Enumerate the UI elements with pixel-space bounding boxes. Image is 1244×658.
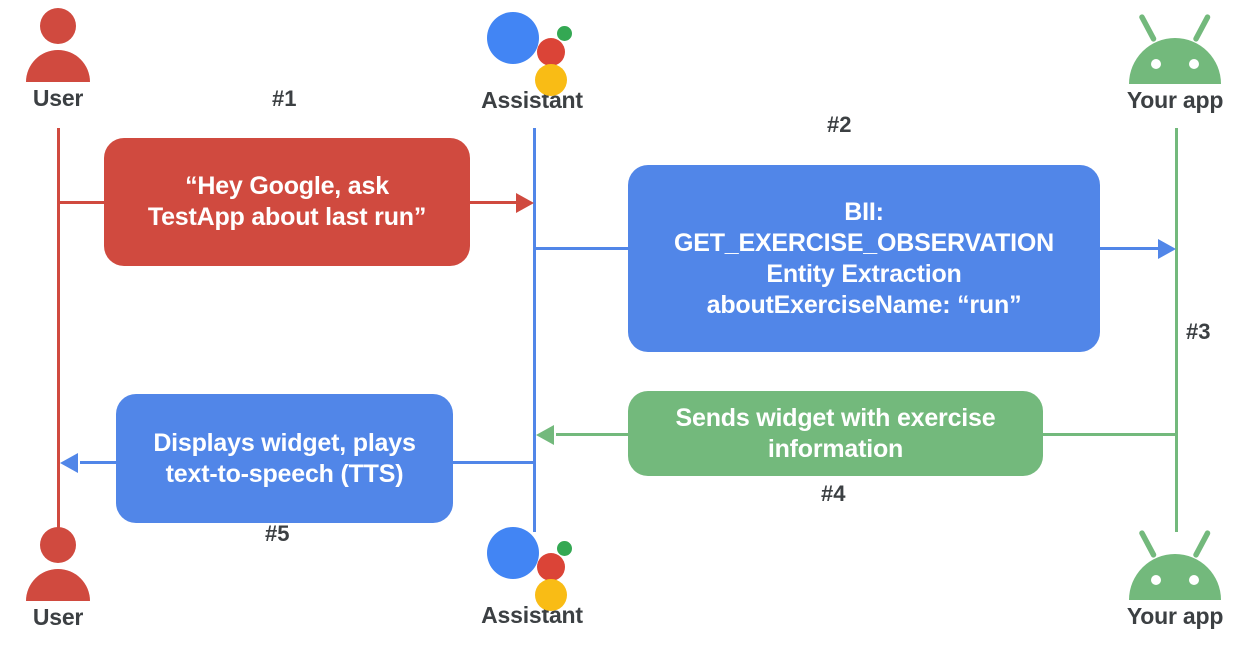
- lifeline-user: [57, 128, 60, 532]
- arrowhead-step-2: [1158, 239, 1176, 259]
- connector-step-2-left: [533, 247, 643, 250]
- step-label-1: #1: [272, 86, 297, 111]
- arrowhead-step-5: [60, 453, 78, 473]
- actor-assistant-bottom: Assistant: [467, 521, 597, 628]
- actor-assistant-bottom-label: Assistant: [481, 602, 583, 628]
- google-assistant-icon: [487, 521, 577, 611]
- user-icon: [22, 527, 94, 605]
- actor-user-top: User: [0, 8, 123, 111]
- message-text-step-4: Sends widget with exercise information: [675, 403, 996, 463]
- message-box-step-4: Sends widget with exercise information: [628, 391, 1043, 476]
- android-robot-icon: [1123, 12, 1227, 88]
- lifeline-assistant: [533, 128, 536, 532]
- message-box-step-5: Displays widget, plays text-to-speech (T…: [116, 394, 453, 523]
- arrowhead-step-1: [516, 193, 534, 213]
- actor-your-app-bottom: Your app: [1110, 528, 1240, 629]
- step-label-5: #5: [265, 521, 290, 546]
- step-label-4: #4: [821, 481, 846, 506]
- actor-your-app-bottom-label: Your app: [1126, 603, 1224, 629]
- connector-step-5-left: [80, 461, 130, 464]
- connector-step-5-right: [453, 461, 534, 464]
- actor-assistant-top-label: Assistant: [481, 87, 583, 113]
- actor-your-app-top: Your app: [1110, 12, 1240, 113]
- lifeline-your-app: [1175, 128, 1178, 532]
- google-assistant-icon: [487, 6, 577, 96]
- actor-user-bottom: User: [0, 527, 123, 630]
- actor-user-bottom-label: User: [32, 604, 84, 630]
- message-text-step-1: “Hey Google, ask TestApp about last run”: [147, 172, 427, 231]
- step-label-3: #3: [1186, 319, 1211, 344]
- message-text-step-5: Displays widget, plays text-to-speech (T…: [153, 428, 416, 488]
- connector-step-4-right: [1043, 433, 1176, 436]
- actor-your-app-top-label: Your app: [1126, 87, 1224, 113]
- step-label-2: #2: [827, 112, 852, 137]
- connector-step-2-right: [1090, 247, 1166, 250]
- actor-user-top-label: User: [32, 85, 84, 111]
- message-text-step-2: BII: GET_EXERCISE_OBSERVATION Entity Ext…: [673, 197, 1054, 319]
- android-robot-icon: [1123, 528, 1227, 604]
- message-box-step-2: BII: GET_EXERCISE_OBSERVATION Entity Ext…: [628, 165, 1100, 352]
- arrowhead-step-4: [536, 425, 554, 445]
- connector-step-4-left: [556, 433, 632, 436]
- message-box-step-1: “Hey Google, ask TestApp about last run”: [104, 138, 470, 266]
- user-icon: [22, 8, 94, 86]
- actor-assistant-top: Assistant: [467, 6, 597, 113]
